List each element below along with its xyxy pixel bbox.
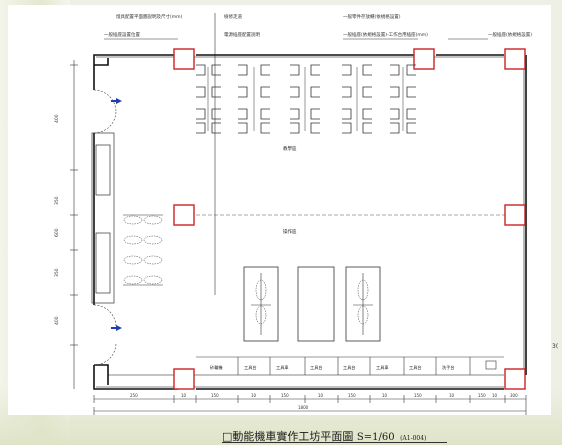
dim-label: 10	[449, 393, 455, 398]
top-note: 一般插座(依規格設置)-工作台用插座(mm)	[343, 31, 428, 38]
cabinet	[211, 64, 221, 134]
dim-label: 150	[478, 393, 486, 398]
bench-label: 洗手台	[442, 364, 455, 371]
drawing-sheet: 燈具配置平面圖說明及尺寸(mm) 一般插座設置位置 檢修走道 一般零件存放櫃(依…	[8, 5, 551, 415]
column	[173, 368, 195, 390]
dim-label: 400	[54, 114, 60, 123]
column	[173, 48, 195, 70]
motorcycle-icon	[143, 255, 163, 265]
door-swing	[93, 304, 117, 328]
dim-label: 10	[318, 393, 324, 398]
motorcycle-icon	[143, 215, 163, 225]
bench-label: 工具台	[409, 364, 422, 371]
cabinet	[290, 64, 300, 134]
cabinet	[260, 64, 270, 134]
cabinet	[342, 64, 352, 134]
title-scale: S=1/60	[356, 432, 395, 443]
door-swing	[93, 110, 117, 134]
dim-label: 250	[130, 393, 138, 398]
door-arrow-icon	[111, 100, 116, 102]
dim-label: 150	[414, 393, 422, 398]
top-note: 一般插座(依規格設置)	[488, 31, 532, 38]
dim-label: 150	[281, 393, 289, 398]
dim-label: 150	[348, 393, 356, 398]
wall-bottom-left	[94, 364, 109, 385]
wall-top	[93, 54, 504, 65]
bench-drawer	[95, 232, 111, 294]
bench-drawer	[95, 144, 111, 196]
bench-label: 工具車	[376, 364, 389, 371]
cabinet	[362, 64, 372, 134]
bench-label: 砂輪機	[210, 364, 223, 371]
total-dim-label: 1800	[298, 405, 309, 410]
drawing-title: □動能機車實作工坊平面圖 S=1/60 (A1-004)	[222, 428, 427, 443]
cabinet	[406, 64, 416, 134]
column	[413, 48, 435, 70]
top-note: 檢修走道	[224, 13, 242, 20]
dim-label: 10	[251, 393, 257, 398]
motorcycle-icon	[123, 255, 143, 265]
top-note: 電源插座配置說明	[224, 31, 260, 38]
motorcycle-icon	[123, 235, 143, 245]
area-label: 操作區	[283, 228, 297, 235]
top-note: 一般零件存放櫃(依規格設置)	[343, 13, 401, 20]
top-note: 燈具配置平面圖說明及尺寸(mm)	[116, 13, 183, 20]
cabinet	[310, 64, 320, 134]
bench-label: 工具台	[343, 364, 356, 371]
door-arrow-icon	[111, 327, 116, 329]
dim-label: 350	[54, 268, 60, 277]
dim-label: 10	[382, 393, 388, 398]
title-code: (A1-004)	[400, 435, 427, 442]
door-arrow-icon	[116, 325, 122, 331]
dim-label: 350	[54, 196, 60, 205]
door-arrow-icon	[116, 98, 122, 104]
motorcycle-lift	[345, 266, 381, 342]
area-label: 教學區	[283, 145, 297, 152]
title-main: □動能機車實作工坊平面圖	[222, 430, 354, 443]
motorcycle-icon	[123, 275, 143, 285]
column	[504, 48, 526, 70]
title-underline	[222, 442, 447, 443]
motorcycle-lift	[243, 266, 279, 342]
dim-label: 300	[510, 393, 518, 398]
dim-label: 600	[54, 228, 60, 237]
bench-label: 工具台	[310, 364, 323, 371]
cabinet	[196, 64, 206, 134]
column	[504, 204, 526, 226]
motorcycle-icon	[143, 275, 163, 285]
floor-plan: 燈具配置平面圖說明及尺寸(mm) 一般插座設置位置 檢修走道 一般零件存放櫃(依…	[54, 13, 532, 415]
wall-top-left	[94, 58, 109, 66]
lift-platform	[297, 266, 335, 342]
dim-label: 10	[492, 393, 498, 398]
dim-label: 10	[181, 393, 187, 398]
cabinet	[390, 64, 400, 134]
bench-label: 工具車	[276, 364, 289, 371]
cabinet	[238, 64, 248, 134]
door-swing	[93, 342, 117, 366]
dim-label: 150	[211, 393, 219, 398]
stray-mark: 3(	[552, 343, 559, 350]
side-workbench	[91, 132, 115, 304]
column	[504, 368, 526, 390]
wall-bottom	[93, 365, 504, 390]
motorcycle-icon	[123, 215, 143, 225]
sink	[485, 360, 497, 370]
top-note: 一般插座設置位置	[104, 31, 140, 38]
column	[173, 204, 195, 226]
bench-label: 工具台	[244, 364, 257, 371]
dim-label: 400	[54, 316, 60, 325]
motorcycle-icon	[143, 235, 163, 245]
